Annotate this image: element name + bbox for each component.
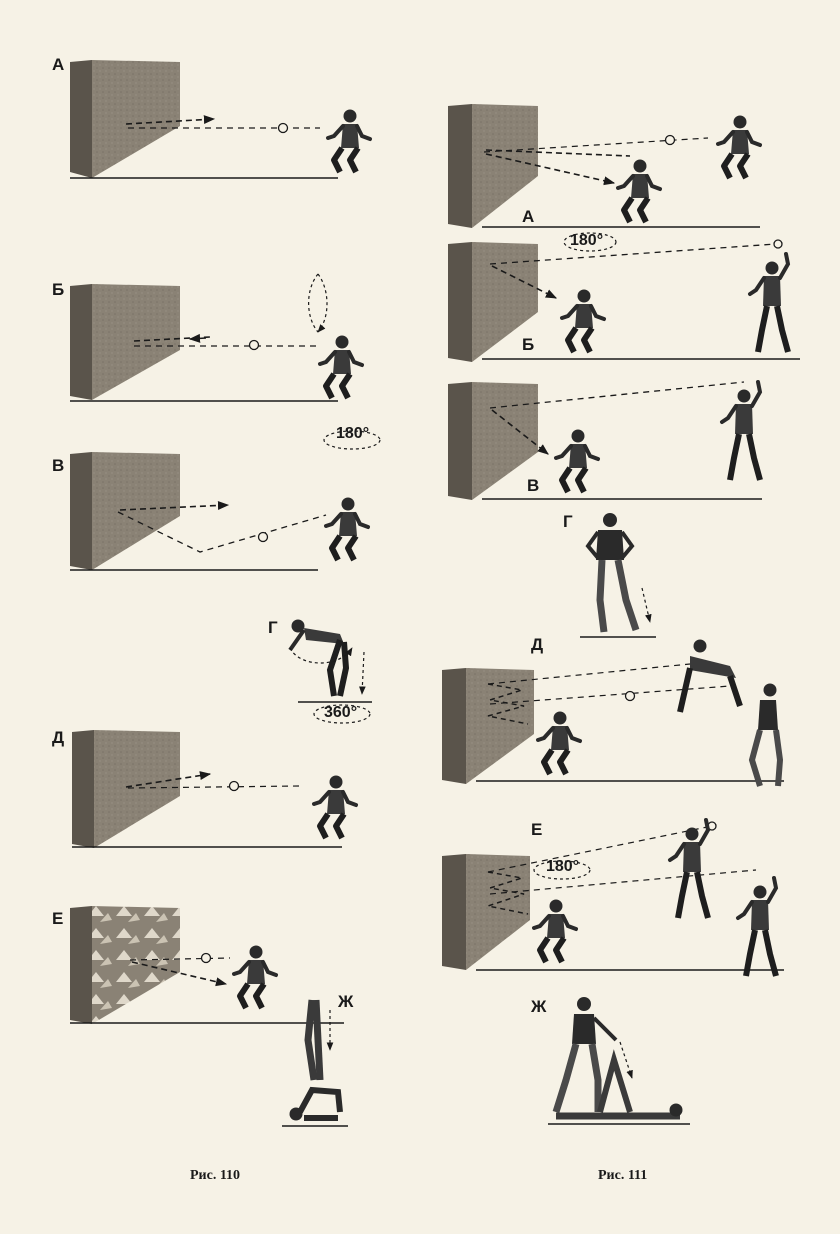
fig110-label-a: А bbox=[52, 56, 64, 73]
fig111-label-e: Е bbox=[531, 821, 542, 838]
fig110-caption: Рис. 110 bbox=[190, 1169, 240, 1183]
fig111-panel-b-drawing bbox=[448, 233, 800, 362]
fig110-label-b: Б bbox=[52, 281, 64, 298]
fig111-label-v: В bbox=[527, 477, 539, 494]
fig111-panel-e-drawing bbox=[442, 820, 784, 976]
fig110-panel-b-drawing bbox=[70, 274, 362, 401]
fig110-panel-g-drawing bbox=[290, 620, 372, 703]
fig111-label-g: Г bbox=[563, 513, 573, 530]
fig110-panel-d-drawing bbox=[72, 705, 370, 848]
fig111-label-d: Д bbox=[531, 636, 543, 653]
fig110-panel-v-drawing bbox=[70, 431, 380, 570]
fig110-angle-d: 360° bbox=[324, 705, 357, 721]
fig111-caption: Рис. 111 bbox=[598, 1169, 647, 1183]
fig111-label-b: Б bbox=[522, 336, 534, 353]
fig110-label-e: Е bbox=[52, 910, 63, 927]
fig111-angle-b: 180° bbox=[570, 233, 603, 249]
fig111-label-zh: Ж bbox=[531, 998, 546, 1015]
fig111-panel-zh-drawing bbox=[548, 997, 690, 1124]
fig110-panel-zh-drawing bbox=[282, 1000, 348, 1126]
fig110-label-g: Г bbox=[268, 619, 278, 636]
fig111-label-a: А bbox=[522, 208, 534, 225]
fig110-angle-v: 180° bbox=[336, 426, 369, 442]
fig111-panel-a-drawing bbox=[448, 104, 760, 228]
fig111-panel-v-drawing bbox=[448, 382, 762, 500]
fig111-angle-e: 180° bbox=[546, 859, 579, 875]
fig110-panel-e-drawing bbox=[70, 906, 344, 1024]
fig111-panel-d-drawing bbox=[442, 640, 784, 787]
fig111-panel-g-drawing bbox=[580, 513, 656, 637]
fig110-label-v: В bbox=[52, 457, 64, 474]
fig110-label-d: Д bbox=[52, 729, 64, 746]
fig110-label-zh: Ж bbox=[338, 993, 353, 1010]
fig110-panel-a-drawing bbox=[70, 60, 370, 178]
